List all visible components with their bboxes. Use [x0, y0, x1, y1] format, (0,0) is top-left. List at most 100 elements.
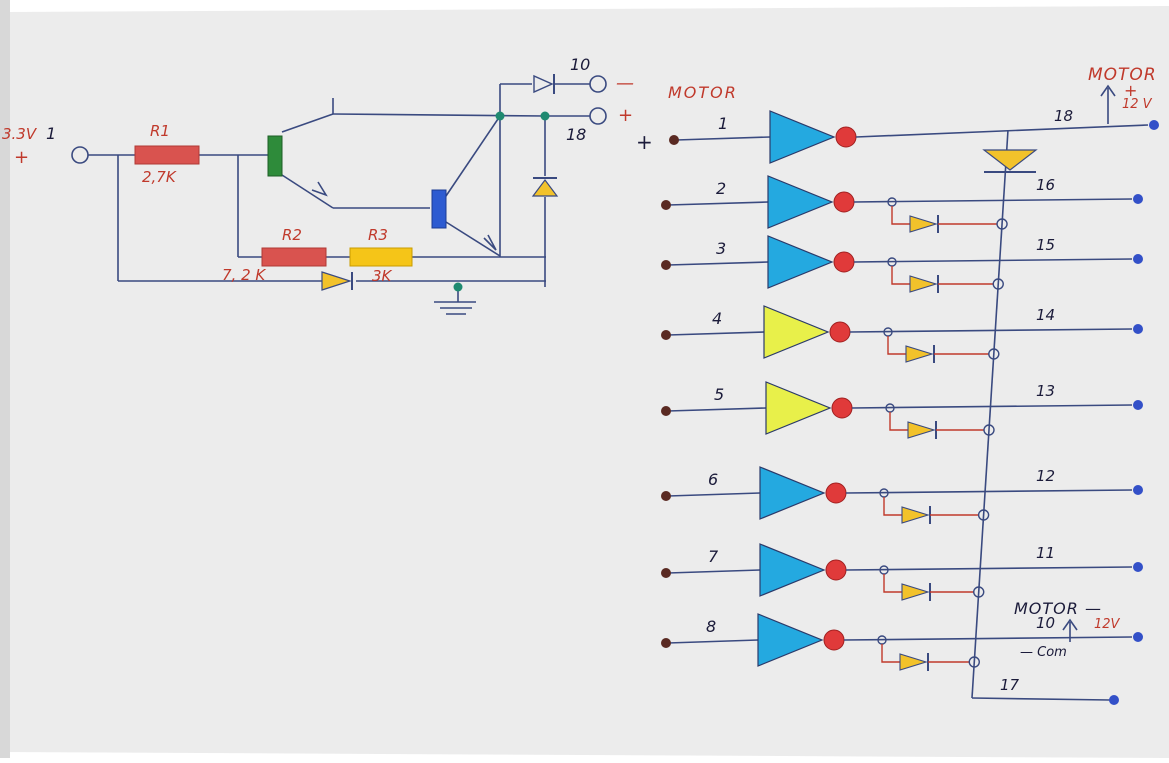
channel-1-output-pin	[1149, 120, 1159, 130]
channel-7-com-node	[973, 586, 985, 598]
channel-8-buffer	[757, 613, 824, 667]
motor-label-left: MOTOR	[668, 83, 738, 102]
channel-1-output-label: 18	[1054, 107, 1073, 125]
channel-5-output-line	[851, 404, 1133, 409]
channel-3-output-line	[853, 258, 1133, 263]
com-bus	[971, 129, 1009, 699]
pin18-label: 18	[566, 125, 586, 144]
channel-7-output-node	[825, 559, 847, 581]
channel-8-diode	[899, 653, 928, 671]
channel-4-output-line	[849, 328, 1133, 333]
channel-7-output-line	[845, 566, 1133, 571]
channel-4-input-line	[667, 331, 765, 336]
pin10-label: 10	[570, 55, 590, 74]
channel-3-com-node	[992, 278, 1004, 290]
channel-6-diode-wire	[883, 497, 902, 516]
channel-4-output-label: 14	[1036, 306, 1055, 324]
channel-1-output-line	[855, 124, 1149, 138]
channel-1-buffer	[769, 110, 836, 164]
channel-4-com-node	[988, 348, 1000, 360]
diode-input-bottom	[321, 271, 353, 291]
pin17-line	[971, 697, 1111, 701]
channel-3-output-node	[833, 251, 855, 273]
diode-pin10	[533, 74, 555, 94]
channel-2-com-node	[996, 218, 1008, 230]
channel-4-output-pin	[1133, 324, 1143, 334]
channel-5-input-line	[667, 407, 767, 412]
channel-2-output-node	[833, 191, 855, 213]
channel-2-input-line	[667, 201, 769, 206]
channel-3-diode	[909, 275, 938, 293]
channel-5-com-node	[983, 424, 995, 436]
paper-sheet	[0, 6, 1169, 758]
driver-array	[971, 84, 1119, 705]
channel-6-input-pin	[661, 491, 671, 501]
channel-2-input-label: 2	[716, 179, 726, 198]
channel-5-diode-wire	[889, 412, 908, 431]
channel-1-output-node	[835, 126, 857, 148]
channel-8-output-line	[843, 636, 1133, 641]
channel-3-buffer	[767, 235, 834, 289]
input-stage	[71, 75, 607, 315]
vin-pin-label: 1	[46, 124, 56, 143]
channel-3-output-label: 15	[1036, 236, 1055, 254]
r3-value: 3K	[372, 267, 393, 285]
channel-8-diode-wire	[881, 644, 900, 663]
pin10-terminal	[589, 75, 607, 93]
channel-7-diode-wire	[883, 574, 902, 593]
resistor-r2	[261, 247, 327, 267]
channel-2-output-line	[853, 198, 1133, 203]
channel-5-output-node	[831, 397, 853, 419]
pin17-terminal	[1109, 695, 1119, 705]
diode-freewheel-left	[531, 177, 559, 197]
r1-value: 2,7K	[142, 168, 177, 186]
channel-2-output-pin	[1133, 194, 1143, 204]
pin17-label: 17	[1000, 676, 1020, 694]
channel-6-buffer	[759, 466, 826, 520]
channel-5-output-label: 13	[1036, 382, 1055, 400]
input-plus-sign: +	[636, 130, 653, 154]
channel-2-output-label: 16	[1036, 176, 1055, 194]
channel-7-output-pin	[1133, 562, 1143, 572]
channel-4-input-pin	[661, 330, 671, 340]
channel-2-buffer	[767, 175, 834, 229]
channel-5-output-pin	[1133, 400, 1143, 410]
channel-6-diode	[901, 506, 930, 524]
diode-com-top	[982, 149, 1038, 173]
channel-6-output-label: 12	[1036, 467, 1055, 485]
vin-plus: +	[14, 147, 29, 168]
channel-4-output-node	[829, 321, 851, 343]
channel-8-output-node	[823, 629, 845, 651]
channel-7-diode	[901, 583, 930, 601]
channel-8-input-label: 8	[706, 617, 716, 636]
channel-8-input-pin	[661, 638, 671, 648]
channel-2-diode	[909, 215, 938, 233]
channel-5-input-pin	[661, 406, 671, 416]
channel-6-output-pin	[1133, 485, 1143, 495]
channel-7-input-line	[667, 569, 761, 574]
motor-label-top: MOTOR	[1088, 65, 1157, 85]
motor-bottom-volts: 12V	[1094, 617, 1121, 632]
pin18-terminal	[589, 107, 607, 125]
node-q1-collector	[495, 111, 505, 121]
motor-label-bottom: MOTOR —	[1014, 599, 1102, 618]
channel-4-input-label: 4	[712, 309, 722, 328]
channel-6-com-node	[977, 509, 990, 521]
channel-7-buffer	[759, 543, 826, 597]
channel-8-output-label: 10	[1036, 614, 1055, 632]
channel-1-input-pin	[669, 135, 679, 145]
channel-2-input-pin	[661, 200, 671, 210]
transistor-q1-base	[267, 135, 283, 177]
channel-4-diode	[905, 345, 934, 363]
channel-4-buffer	[763, 305, 830, 359]
channel-5-buffer	[765, 381, 832, 435]
channel-7-input-pin	[661, 568, 671, 578]
channel-5-input-label: 5	[714, 385, 724, 404]
resistor-r3	[349, 247, 413, 267]
channel-3-input-line	[667, 261, 769, 266]
com-label: — Com	[1020, 645, 1067, 660]
channel-3-output-pin	[1133, 254, 1143, 264]
